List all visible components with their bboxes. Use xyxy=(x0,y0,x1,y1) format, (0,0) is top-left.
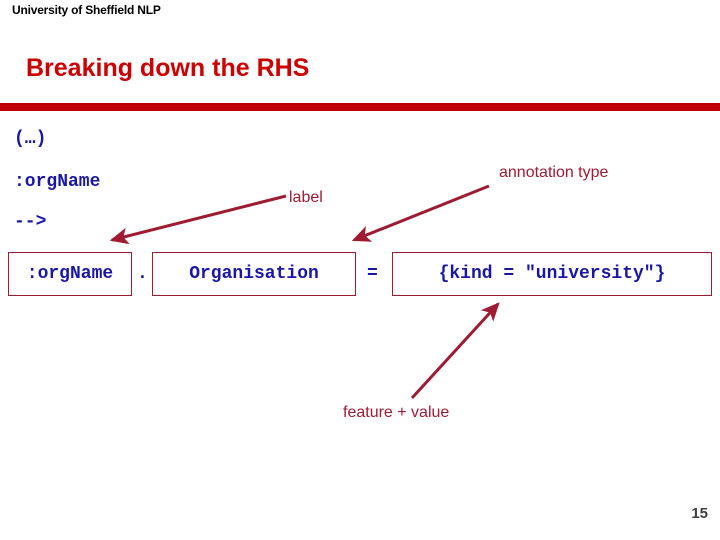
rhs-dot-separator: . xyxy=(137,264,148,284)
rhs-expression-row: :orgName . Organisation = {kind = "unive… xyxy=(0,252,720,296)
code-line-ellipsis: (…) xyxy=(14,129,47,149)
arrow-annotation-type xyxy=(351,184,490,242)
rhs-box-label-text: :orgName xyxy=(26,264,114,284)
code-line-orgname: :orgName xyxy=(14,172,101,192)
rhs-box-annotation-type: Organisation xyxy=(152,252,356,296)
header-divider-rule xyxy=(0,103,720,111)
brand-header: University of Sheffield NLP xyxy=(12,3,161,17)
rhs-box-feature-value-text: {kind = "university"} xyxy=(438,264,666,284)
rhs-box-feature-value: {kind = "university"} xyxy=(392,252,712,296)
annotation-text-label: label xyxy=(289,189,323,206)
rhs-box-annotation-type-text: Organisation xyxy=(189,264,319,284)
arrow-label xyxy=(109,194,287,245)
page-title: Breaking down the RHS xyxy=(26,54,310,82)
code-line-arrow: --> xyxy=(14,212,47,232)
arrow-feature-value xyxy=(410,302,500,400)
annotation-text-feature-value: feature + value xyxy=(343,404,450,421)
rhs-box-label: :orgName xyxy=(8,252,132,296)
rhs-equals-separator: = xyxy=(367,264,378,284)
page-number: 15 xyxy=(691,505,708,522)
annotation-text-annotation-type: annotation type xyxy=(499,164,609,181)
